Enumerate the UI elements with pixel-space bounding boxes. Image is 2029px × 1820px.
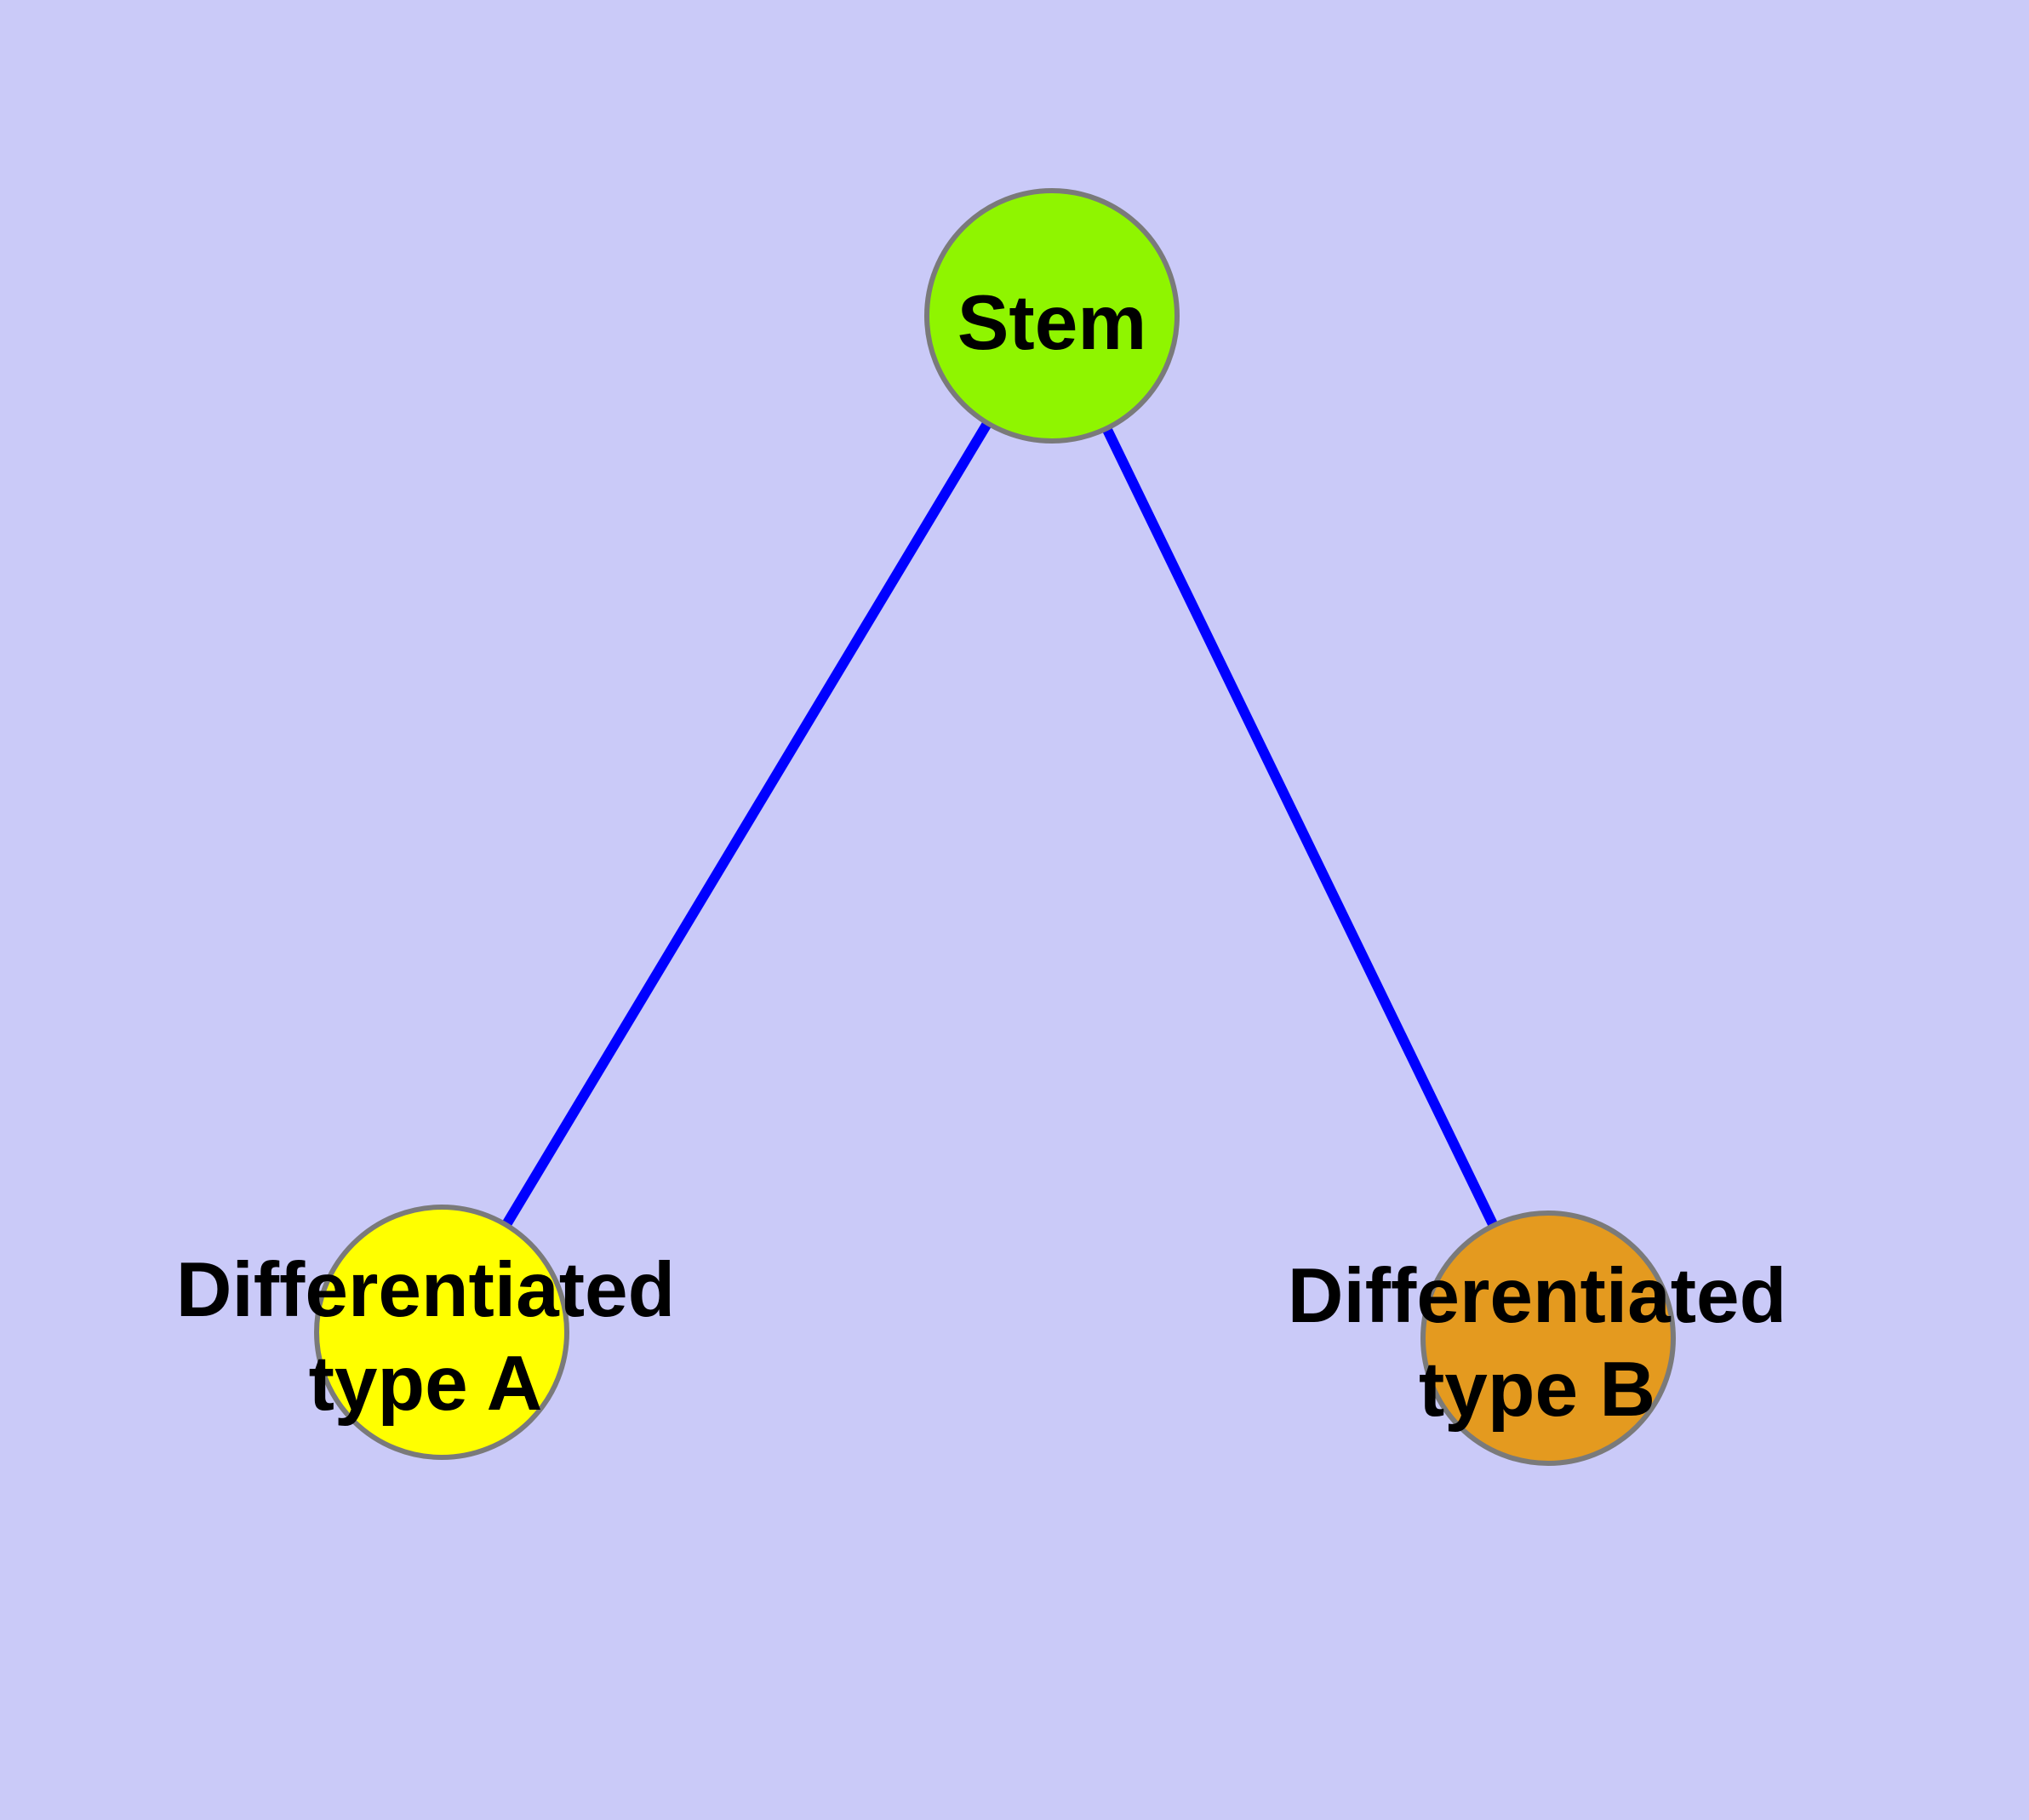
node-type-b-label-line-2: type B: [1419, 1347, 1655, 1433]
edge-stem-to-type-a: [437, 312, 1057, 1336]
node-type-a-label-line-1: Differentiated: [176, 1247, 676, 1333]
edge-stem-to-type-b: [1047, 313, 1553, 1341]
node-type-a-label-line-2: type A: [309, 1341, 543, 1427]
node-type-b-label-line-1: Differentiated: [1288, 1253, 1787, 1339]
node-type-a: [314, 1205, 569, 1460]
node-stem-label: Stem: [957, 280, 1147, 366]
node-type-b: [1420, 1210, 1676, 1466]
node-stem: [924, 188, 1180, 444]
